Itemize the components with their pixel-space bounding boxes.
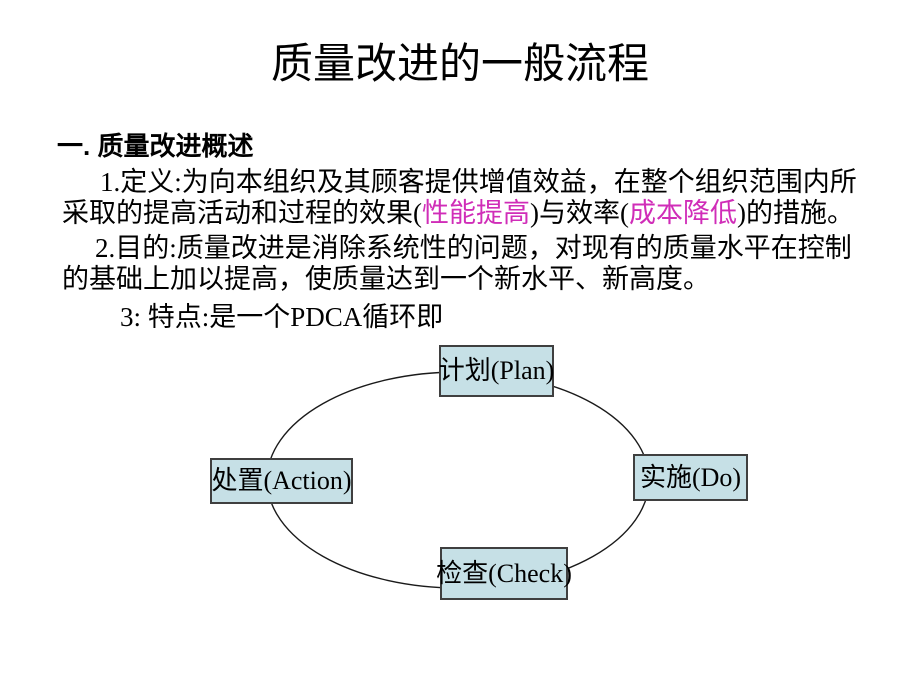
highlight-cost-reduction: 成本降低 xyxy=(628,198,737,228)
definition-line-1: 1.定义:为向本组织及其顾客提供增值效益，在整个组织范围内所 xyxy=(100,167,857,197)
section-heading: 一. 质量改进概述 xyxy=(57,131,254,161)
purpose-line-2: 的基础上加以提高，使质量达到一个新水平、新高度。 xyxy=(62,264,710,294)
feature-line-1: 3: 特点:是一个PDCA循环即 xyxy=(120,302,444,332)
definition-line-2-seg-3: )与效率( xyxy=(530,198,629,228)
purpose-line-1: 2.目的:质量改进是消除系统性的问题，对现有的质量水平在控制 xyxy=(95,233,852,263)
pdca-node-do: 实施(Do) xyxy=(633,454,748,501)
body-text-block: 1.定义:为向本组织及其顾客提供增值效益，在整个组织范围内所 采取的提高活动和过… xyxy=(62,167,872,333)
pdca-node-plan: 计划(Plan) xyxy=(439,345,554,397)
definition-line-2-seg-1: 采取的提高活动和过程的效果( xyxy=(62,198,422,228)
pdca-node-action: 处置(Action) xyxy=(210,458,353,504)
pdca-node-check: 检查(Check) xyxy=(436,547,572,600)
slide-title: 质量改进的一般流程 xyxy=(270,42,649,88)
definition-line-2: 采取的提高活动和过程的效果(性能提高)与效率(成本降低)的措施。 xyxy=(62,198,872,229)
definition-line-2-seg-5: )的措施。 xyxy=(736,198,854,228)
highlight-performance-improvement: 性能提高 xyxy=(422,198,530,228)
